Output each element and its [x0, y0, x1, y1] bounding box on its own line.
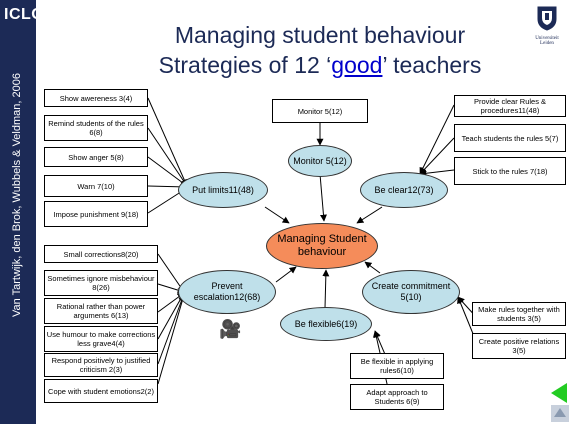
box-provide-clear-rules: Provide clear Rules & procedures11(48)	[454, 95, 566, 117]
good-link[interactable]: good	[331, 52, 383, 78]
previous-slide-icon[interactable]	[551, 383, 567, 403]
box-monitor: Monitor 5(12)	[272, 99, 368, 123]
title-line1: Managing student behaviour	[174, 22, 466, 48]
box-cope-emotions: Cope with student emotions2(2)	[44, 379, 158, 403]
crest-label: Universiteit Leiden	[535, 36, 559, 46]
box-adapt-approach: Adapt approach to Students 6(9)	[350, 384, 444, 410]
slide-title: Managing student behaviour Strategies of…	[110, 20, 530, 80]
box-remind-rules: Remind students of the rules 6(8)	[44, 115, 148, 141]
box-show-anger: Show anger 5(8)	[44, 147, 148, 167]
up-slide-icon[interactable]	[551, 405, 569, 422]
box-use-humour: Use humour to make corrections less grav…	[44, 326, 158, 352]
node-monitor: Monitor 5(12)	[288, 145, 352, 177]
iclon-logo: ICLON	[4, 6, 57, 23]
node-be-clear: Be clear12(73)	[360, 172, 448, 208]
box-ignore-misbehaviour: Sometimes ignore misbehaviour 8(26)	[44, 270, 158, 296]
box-warn: Warn 7(10)	[44, 175, 148, 197]
camera-icon[interactable]: 🎥	[219, 319, 242, 339]
crest-shield	[537, 6, 557, 31]
node-create-commitment: Create commitment 5(10)	[362, 270, 460, 314]
box-impose-punishment: Impose punishment 9(18)	[44, 201, 148, 227]
node-be-flexible: Be flexible6(19)	[280, 307, 372, 341]
box-rational-arguments: Rational rather than power arguments 6(1…	[44, 298, 158, 324]
box-teach-rules: Teach students the rules 5(7)	[454, 124, 566, 152]
box-stick-rules: Stick to the rules 7(18)	[454, 157, 566, 185]
box-make-rules-together: Make rules together with students 3(5)	[472, 302, 566, 326]
sidebar: ICLON Van Tartwijk, den Brok, Wubbels & …	[0, 0, 56, 424]
box-positive-relations: Create positive relations 3(5)	[472, 333, 566, 359]
box-show-awereness: Show awereness 3(4)	[44, 89, 148, 107]
box-flexible-rules: Be flexible in applying rules6(10)	[350, 353, 444, 379]
title-line2: Strategies of 12 ‘good’ teachers	[158, 52, 482, 78]
node-managing-center: Managing Student behaviour	[266, 223, 378, 269]
node-put-limits: Put limits11(48)	[178, 172, 268, 208]
university-crest-icon: Universiteit Leiden	[528, 5, 566, 49]
box-small-corrections: Small corrections8(20)	[44, 245, 158, 263]
node-prevent-escalation: Prevent escalation12(68)	[178, 270, 276, 314]
box-respond-positively: Respond positively to justified criticis…	[44, 353, 158, 377]
